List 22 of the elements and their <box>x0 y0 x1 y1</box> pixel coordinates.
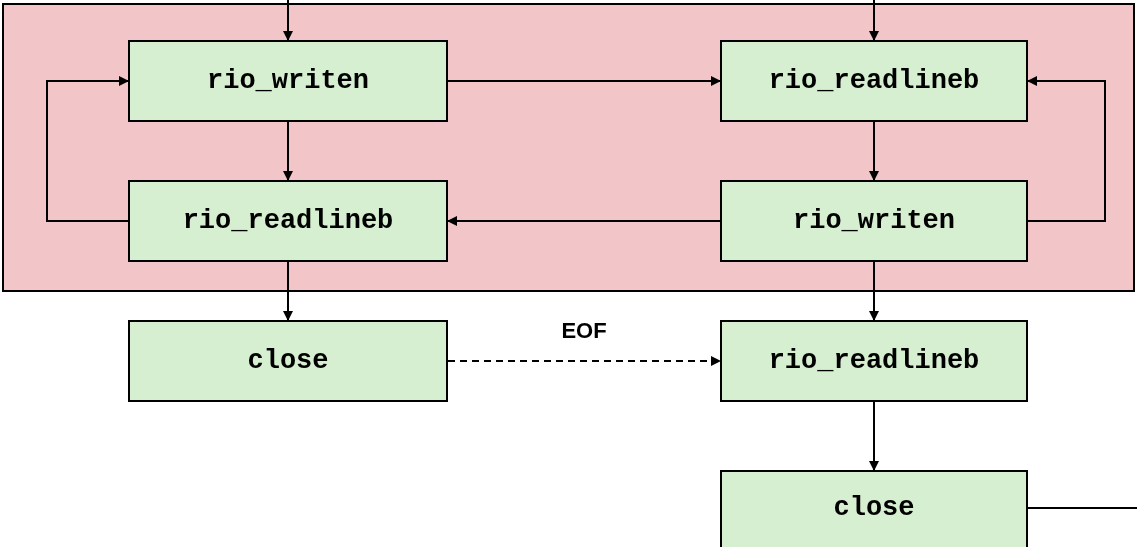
arrow <box>46 76 129 222</box>
arrow <box>869 121 879 181</box>
arrow <box>447 76 721 86</box>
edge-label: EOF <box>561 320 607 342</box>
function-box: rio_readlineb <box>720 40 1028 122</box>
arrow <box>283 0 293 41</box>
arrow <box>869 261 879 321</box>
function-box: rio_readlineb <box>720 320 1028 402</box>
function-box: rio_writen <box>128 40 448 122</box>
function-box: rio_readlineb <box>128 180 448 262</box>
function-box: close <box>128 320 448 402</box>
arrow <box>447 216 721 226</box>
arrow <box>1027 76 1106 222</box>
function-box: close <box>720 470 1028 547</box>
arrow <box>283 121 293 181</box>
arrow <box>869 0 879 41</box>
function-box: rio_writen <box>720 180 1028 262</box>
connector-line <box>1027 507 1137 509</box>
arrow <box>283 261 293 321</box>
arrow <box>869 401 879 471</box>
group-panel <box>2 3 1135 292</box>
dashed-arrow <box>447 356 721 366</box>
